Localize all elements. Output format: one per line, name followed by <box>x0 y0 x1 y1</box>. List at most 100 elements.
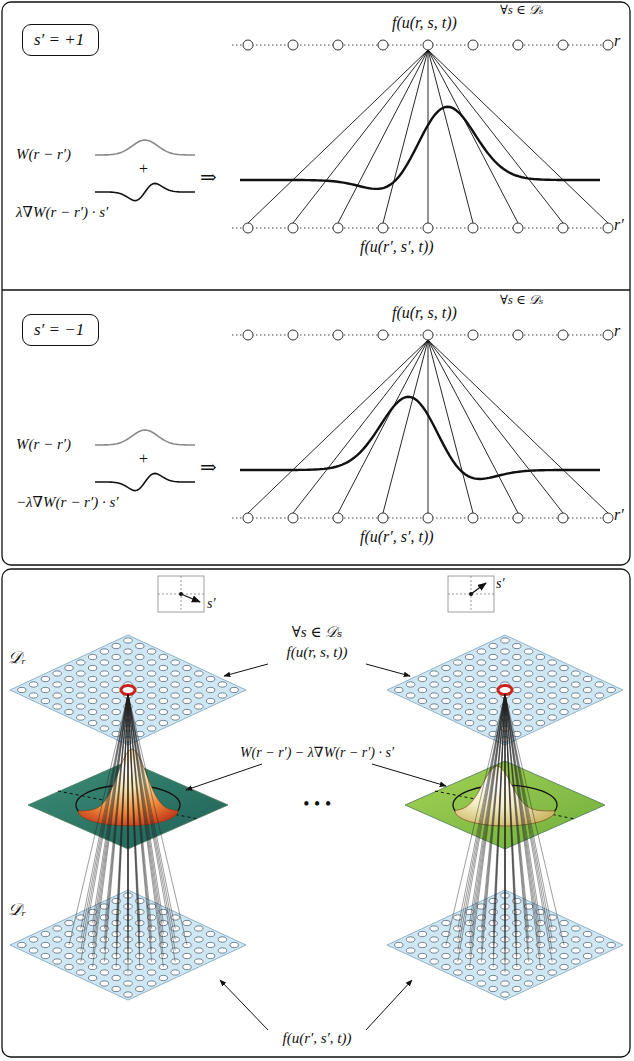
neuron-dot <box>100 660 108 665</box>
neuron-dot <box>489 909 497 914</box>
neuron-dot <box>465 687 473 692</box>
neuron-dot <box>112 665 120 670</box>
neuron-dot <box>465 975 473 980</box>
neuron-dot <box>195 693 203 698</box>
leader-arrow <box>366 980 412 1030</box>
neuron-dot <box>29 682 37 687</box>
neuron-dot <box>513 986 521 991</box>
neuron-dot <box>513 975 521 980</box>
neuron-dot <box>65 698 73 703</box>
neuron-dot <box>29 937 37 942</box>
neuron-dot <box>548 693 556 698</box>
neuron-circle <box>603 513 613 523</box>
neuron-dot <box>489 709 497 714</box>
neuron-dot <box>489 654 497 659</box>
connection-line <box>458 694 505 940</box>
math-label: W(r − r′) <box>16 146 71 163</box>
connection-line <box>293 340 428 513</box>
neuron-dot <box>501 638 509 643</box>
neuron-dot <box>406 682 414 687</box>
neuron-dot <box>442 665 450 670</box>
neuron-dot <box>88 654 96 659</box>
neuron-dot <box>595 948 603 953</box>
connection-line <box>81 694 128 951</box>
neuron-circle <box>243 223 253 233</box>
neuron-dot <box>183 676 191 681</box>
neuron-dot <box>183 687 191 692</box>
neuron-dot <box>501 992 509 997</box>
neuron-dot <box>583 676 591 681</box>
neuron-dot <box>124 981 132 986</box>
connection-line <box>428 340 518 513</box>
neuron-dot <box>112 986 120 991</box>
connection-line <box>69 694 128 945</box>
math-label: f(u(r, s, t)) <box>392 14 457 32</box>
neuron-dot <box>524 693 532 698</box>
connection-line <box>428 340 429 513</box>
icon-frame <box>158 576 204 612</box>
math-label: 𝒟ᵣ <box>8 648 26 668</box>
connection-line <box>505 694 529 962</box>
neuron-dot <box>41 687 49 692</box>
neuron-dot <box>171 682 179 687</box>
neuron-dot <box>171 671 179 676</box>
neuron-dot <box>430 693 438 698</box>
neuron-dot <box>513 687 521 692</box>
math-label: + <box>138 160 149 178</box>
neuron-dot <box>560 709 568 714</box>
neuron-dot <box>100 981 108 986</box>
neuron-dot <box>513 709 521 714</box>
neuron-dot <box>171 660 179 665</box>
math-label: −λ∇W(r − r′) · s′ <box>16 494 119 511</box>
neuron-dot <box>53 926 61 931</box>
neuron-dot <box>536 654 544 659</box>
leader-arrow <box>372 764 446 786</box>
neuron-dot <box>230 687 238 692</box>
connection-line <box>428 50 518 223</box>
connection-line <box>470 694 505 967</box>
neuron-dot <box>583 687 591 692</box>
neuron-dot <box>147 682 155 687</box>
neuron-dot <box>159 720 167 725</box>
neuron-dot <box>572 959 580 964</box>
math-label: f(u(r, s, t)) <box>392 304 457 322</box>
neuron-dot <box>524 704 532 709</box>
leader-arrow <box>220 980 268 1030</box>
direction-icon <box>448 576 494 612</box>
gradient-curve <box>95 473 195 490</box>
connection-line <box>128 694 175 962</box>
neuron-dot <box>560 687 568 692</box>
neuron-dot <box>583 942 591 947</box>
neuron-dot <box>159 687 167 692</box>
neuron-dot <box>88 687 96 692</box>
neuron-dot <box>454 715 462 720</box>
neuron-dot <box>77 682 85 687</box>
neuron-dot <box>560 953 568 958</box>
neuron-dot <box>29 693 37 698</box>
neuron-dot <box>513 654 521 659</box>
neuron-dot <box>465 654 473 659</box>
math-label: f(u(r′, s′, t)) <box>360 238 434 256</box>
target-neuron <box>121 686 135 695</box>
direction-arrow <box>471 583 486 594</box>
neuron-dot <box>572 671 580 676</box>
neuron-dot <box>77 704 85 709</box>
connection-line <box>458 694 505 951</box>
neuron-dot <box>442 953 450 958</box>
neuron-dot <box>548 671 556 676</box>
neuron-dot <box>195 937 203 942</box>
neuron-dot <box>112 709 120 714</box>
neuron-dot <box>159 654 167 659</box>
neuron-dot <box>100 970 108 975</box>
neuron-dot <box>171 915 179 920</box>
neuron-dot <box>465 676 473 681</box>
math-label: ⇒ <box>200 166 217 189</box>
neuron-dot <box>206 687 214 692</box>
connection-line <box>128 694 175 951</box>
neuron-dot <box>583 698 591 703</box>
neuron-dot <box>53 959 61 964</box>
neuron-circle <box>468 40 478 50</box>
neuron-dot <box>65 964 73 969</box>
math-label: λ∇W(r − r′) · s′ <box>16 204 108 221</box>
neuron-dot <box>560 698 568 703</box>
